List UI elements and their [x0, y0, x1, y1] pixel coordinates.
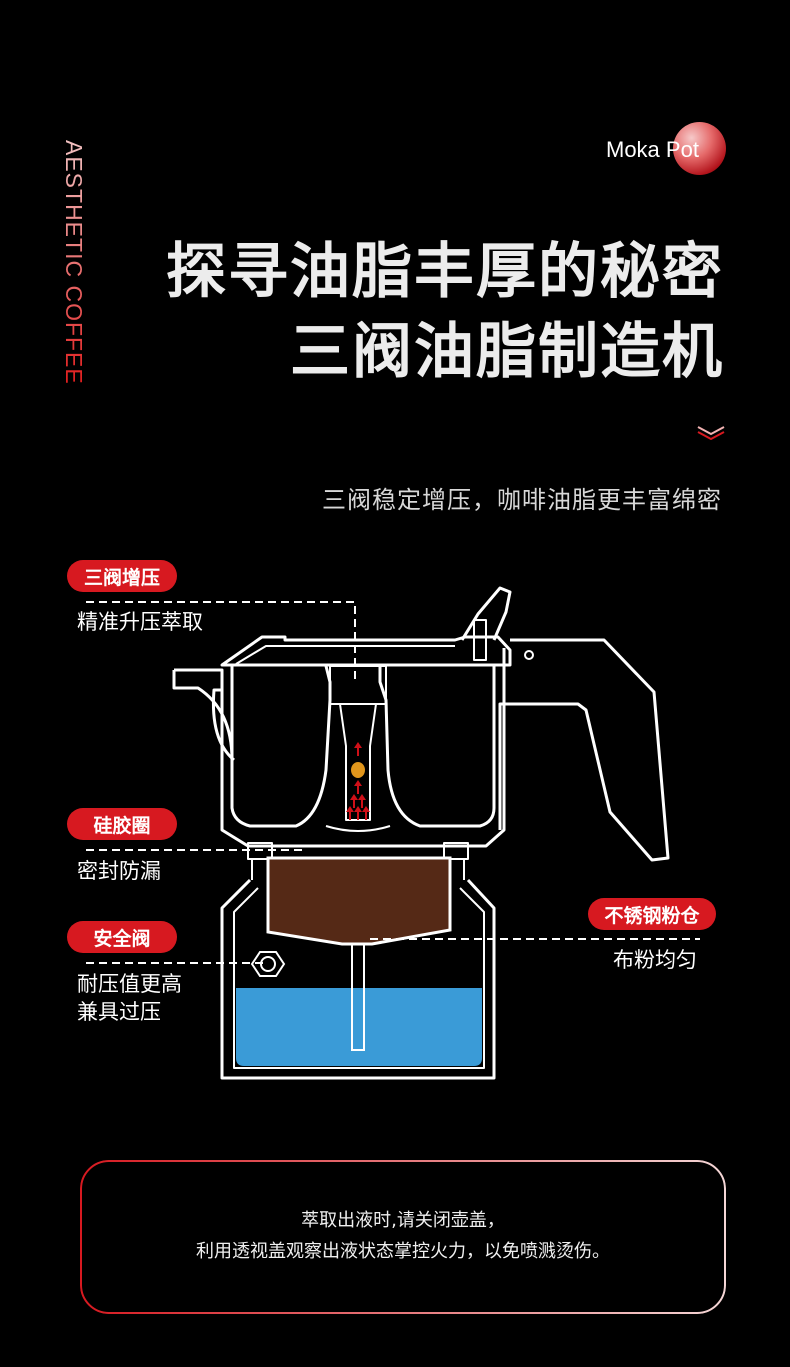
callout-desc-safety-1: 耐压值更高	[77, 972, 182, 996]
chevron-down-icon	[697, 426, 725, 440]
warning-text: 萃取出液时,请关闭壶盖， 利用透视盖观察出液状态掌控火力，以免喷溅烫伤。	[80, 1205, 726, 1267]
subtitle: 三阀稳定增压，咖啡油脂更丰富绵密	[322, 486, 722, 514]
callout-tag-basket: 不锈钢粉仓	[588, 898, 716, 930]
valve-ball	[351, 762, 365, 778]
callout-desc-safety-2: 兼具过压	[77, 1000, 161, 1024]
headline-line1: 探寻油脂丰厚的秘密	[166, 237, 724, 307]
callout-tag-valve: 三阀增压	[67, 560, 177, 592]
pot-handle	[498, 638, 670, 862]
pot-spout	[174, 668, 235, 762]
water	[236, 988, 482, 1066]
pot-lid	[220, 635, 512, 667]
warning-box-border	[80, 1160, 726, 1314]
funnel-tube	[351, 943, 365, 1051]
warning-line2: 利用透视盖观察出液状态掌控火力，以免喷溅烫伤。	[196, 1241, 610, 1262]
callout-tag-safety: 安全阀	[67, 921, 177, 953]
callout-desc-basket: 布粉均匀	[613, 948, 697, 972]
brand-side-text: AESTHETIC COFFEE	[61, 140, 87, 385]
pressure-arrows	[346, 742, 370, 820]
safety-valve	[250, 951, 286, 977]
callout-tag-gasket: 硅胶圈	[67, 808, 177, 840]
lid-knob	[460, 586, 512, 641]
moka-badge-ball	[673, 122, 726, 175]
headline-line2: 三阀油脂制造机	[290, 317, 724, 387]
callout-desc-gasket: 密封防漏	[77, 859, 161, 883]
pressure-valve	[329, 665, 387, 705]
upper-chamber	[230, 665, 332, 828]
boiler	[220, 878, 496, 1080]
moka-badge-label: Moka Pot	[606, 137, 699, 162]
warning-line1: 萃取出液时,请关闭壶盖，	[301, 1210, 505, 1231]
coffee-grounds	[266, 856, 452, 946]
callout-desc-valve: 精准升压萃取	[77, 610, 203, 634]
